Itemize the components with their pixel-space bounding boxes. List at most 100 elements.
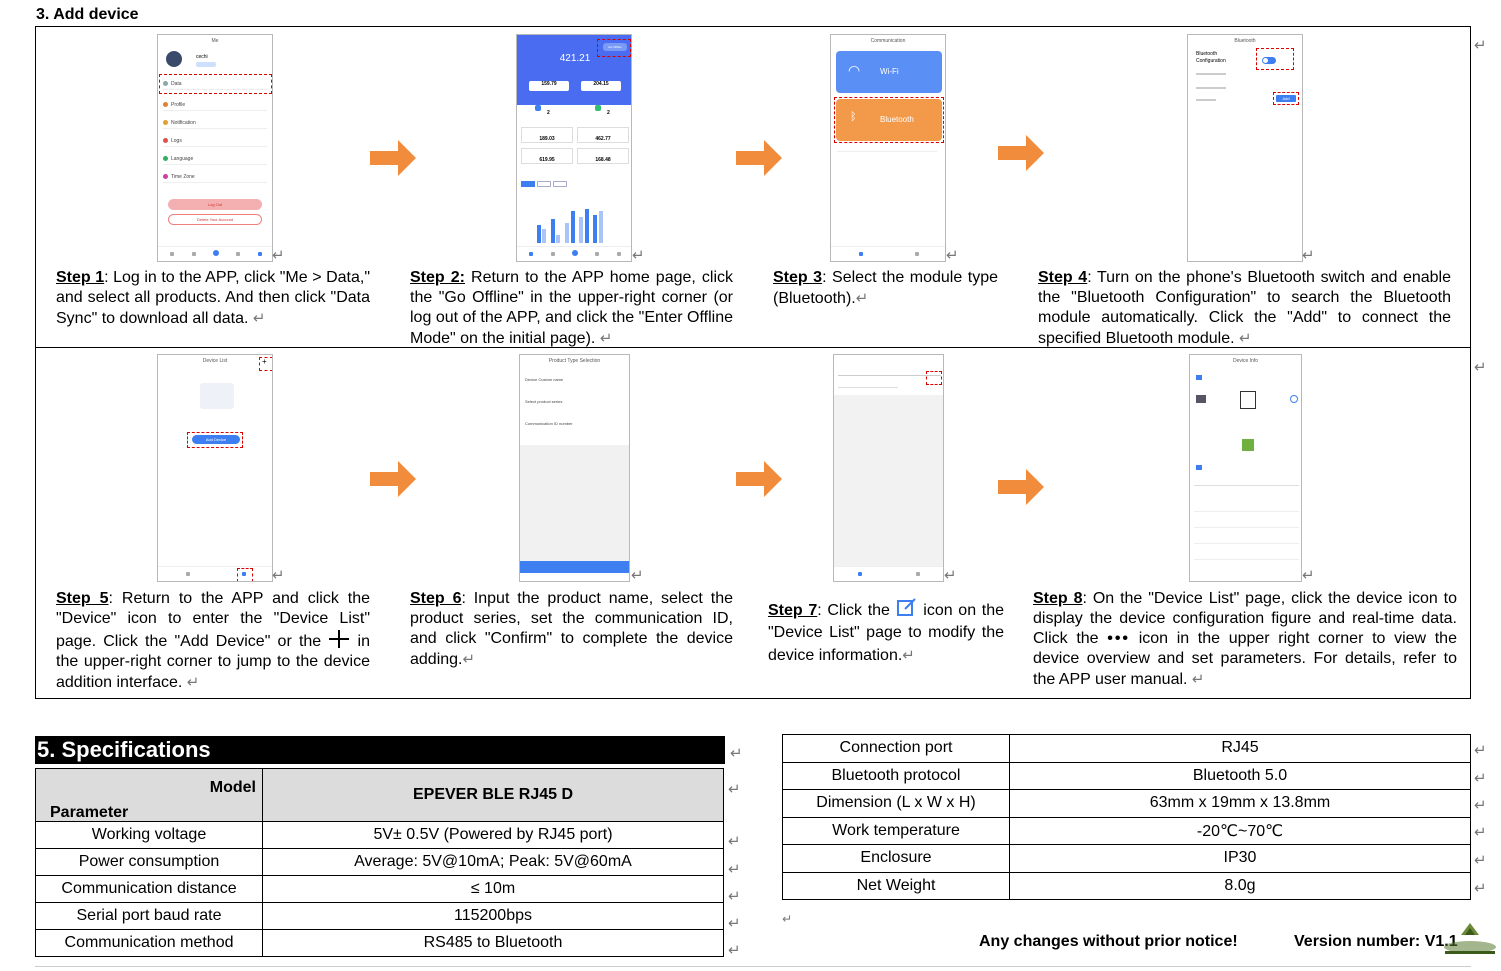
notice-text: Any changes without prior notice! <box>979 933 1238 950</box>
menu-item-profile: Profile <box>171 102 186 108</box>
step-label: Step 6 <box>410 590 462 607</box>
phone-screenshot-product-type: Product Type Selection Device Custom nam… <box>519 354 630 582</box>
bottom-nav <box>158 566 272 581</box>
arrow-right-icon <box>370 140 416 176</box>
model-name: EPEVER BLE RJ45 D <box>262 768 724 822</box>
phone-header: Device List <box>202 358 228 364</box>
step-description: Return to the APP home page, click the "… <box>410 269 734 347</box>
step-7-text: Step 7: Click the icon on the "Device Li… <box>768 597 1004 667</box>
param-cell: Work temperature <box>782 816 1010 845</box>
return-mark: ↵ <box>1474 741 1487 759</box>
highlight-box <box>237 568 253 581</box>
return-mark: ↵ <box>728 832 741 850</box>
param-cell: Connection port <box>782 734 1010 763</box>
param-cell: Dimension (L x W x H) <box>782 789 1010 818</box>
wifi-label: Wi-Fi <box>880 67 899 76</box>
phone-screenshot-device-list-edit <box>833 354 944 582</box>
param-cell: Communication distance <box>35 875 263 903</box>
tab-pill <box>553 181 567 187</box>
step-description: : Turn on the phone's Bluetooth switch a… <box>1038 269 1452 347</box>
bar-chart-thumbnail <box>537 209 603 243</box>
return-mark: ↵ <box>632 246 645 264</box>
placeholder-line <box>1196 87 1226 89</box>
value-cell: ≤ 10m <box>262 875 724 903</box>
tips-text <box>837 151 937 174</box>
step-description: : Input the product name, select the pro… <box>410 590 733 668</box>
step-description: : Log in to the APP, click "Me > Data," … <box>56 269 371 327</box>
return-mark: ↵ <box>944 566 957 584</box>
highlight-box <box>1273 92 1299 105</box>
return-mark: ↵ <box>728 887 741 905</box>
param-cell: Power consumption <box>35 848 263 876</box>
step-label: Step 8 <box>1033 590 1083 607</box>
logout-button: Log Out <box>168 199 262 210</box>
edit-icon <box>896 598 916 616</box>
count-value: 2 <box>607 110 610 116</box>
arrow-right-icon <box>998 469 1044 505</box>
phone-screenshot-device-list: Device List + Add Device <box>157 354 273 582</box>
step-description: : On the "Device List" page, click the d… <box>1033 590 1458 647</box>
return-mark: ↵ <box>631 566 644 584</box>
value-cell: 5V± 0.5V (Powered by RJ45 port) <box>262 821 724 849</box>
return-mark: ↵ <box>728 914 741 932</box>
tab-pill <box>537 181 551 187</box>
step-3-text: Step 3: Select the module type (Bluetoot… <box>773 269 999 307</box>
param-cell: Working voltage <box>35 821 263 849</box>
return-mark: ↵ <box>272 246 285 264</box>
return-mark: ↵ <box>272 566 285 584</box>
phone-header: Bluetooth <box>1234 38 1256 44</box>
section-icon <box>1196 465 1202 470</box>
phone-header: Product Type Selection <box>548 358 601 364</box>
return-mark: ↵ <box>728 780 741 798</box>
return-mark: ↵ <box>728 860 741 878</box>
value-cell: IP30 <box>1009 844 1471 873</box>
bluetooth-label: Bluetooth <box>880 115 914 124</box>
return-mark: ↵ <box>1302 246 1315 264</box>
wifi-card: ◠ Wi-Fi <box>836 51 942 93</box>
form-label: Communication ID number <box>525 421 573 426</box>
value-cell: RJ45 <box>1009 734 1471 763</box>
step-label: Step 2: <box>410 269 465 286</box>
return-mark: ↵ <box>1474 823 1487 841</box>
phone-screenshot-communication: Communication ◠ Wi-Fi ᛒ Bluetooth <box>830 34 946 262</box>
step-label: Step 4 <box>1038 269 1088 286</box>
return-mark: ↵ <box>782 912 793 926</box>
return-mark: ↵ <box>1474 879 1487 897</box>
return-mark: ↵ <box>946 246 959 264</box>
phone-screenshot-me: Me cechi Data Profile Notification Logs … <box>157 34 273 262</box>
avatar <box>166 51 182 67</box>
return-mark: ↵ <box>730 744 743 762</box>
confirm-button <box>520 561 629 573</box>
phone-header: Communication <box>870 38 906 44</box>
step-5-text: Step 5: Return to the APP and click the … <box>56 590 371 691</box>
arrow-right-icon <box>370 461 416 497</box>
placeholder-line <box>1196 73 1226 75</box>
bottom-rule <box>35 966 1471 967</box>
step-2-text: Step 2: Return to the APP home page, cli… <box>410 269 734 347</box>
value-cell: 8.0g <box>1009 871 1471 900</box>
spec-section-title: 5. Specifications <box>35 736 725 764</box>
menu-item-data: Data <box>171 81 182 87</box>
bluetooth-config-label: Bluetooth Configuration <box>1196 51 1226 64</box>
section-title: 3. Add device <box>36 6 139 23</box>
step-description: icon in the upper right corner to view t… <box>1033 630 1457 688</box>
list-background <box>834 395 943 567</box>
step-description: : Return to the APP and click the "Devic… <box>56 590 371 650</box>
phone-screenshot-home: 421.21 Go Offline 159.79 204.15 2 2 189.… <box>516 34 632 262</box>
menu-item-language: Language <box>171 156 194 162</box>
stat-card: 462.77 <box>577 127 629 143</box>
brand-logo-icon <box>1444 923 1496 954</box>
battery-icon <box>1242 439 1254 451</box>
highlight-box <box>187 432 243 448</box>
menu-item-notification: Notification <box>171 120 196 126</box>
arrow-right-icon <box>998 135 1044 171</box>
highlight-box <box>597 39 631 57</box>
step-6-text: Step 6: Input the product name, select t… <box>410 590 733 668</box>
delete-account-button: Delete Your Account <box>168 214 262 225</box>
step-8-text: Step 8: On the "Device List" page, click… <box>1033 590 1458 688</box>
device-icon <box>595 105 601 111</box>
bluetooth-icon: ᛒ <box>850 111 857 123</box>
count-value: 2 <box>547 110 550 116</box>
highlight-box <box>926 371 942 385</box>
value-cell: 63mm x 19mm x 13.8mm <box>1009 789 1471 818</box>
